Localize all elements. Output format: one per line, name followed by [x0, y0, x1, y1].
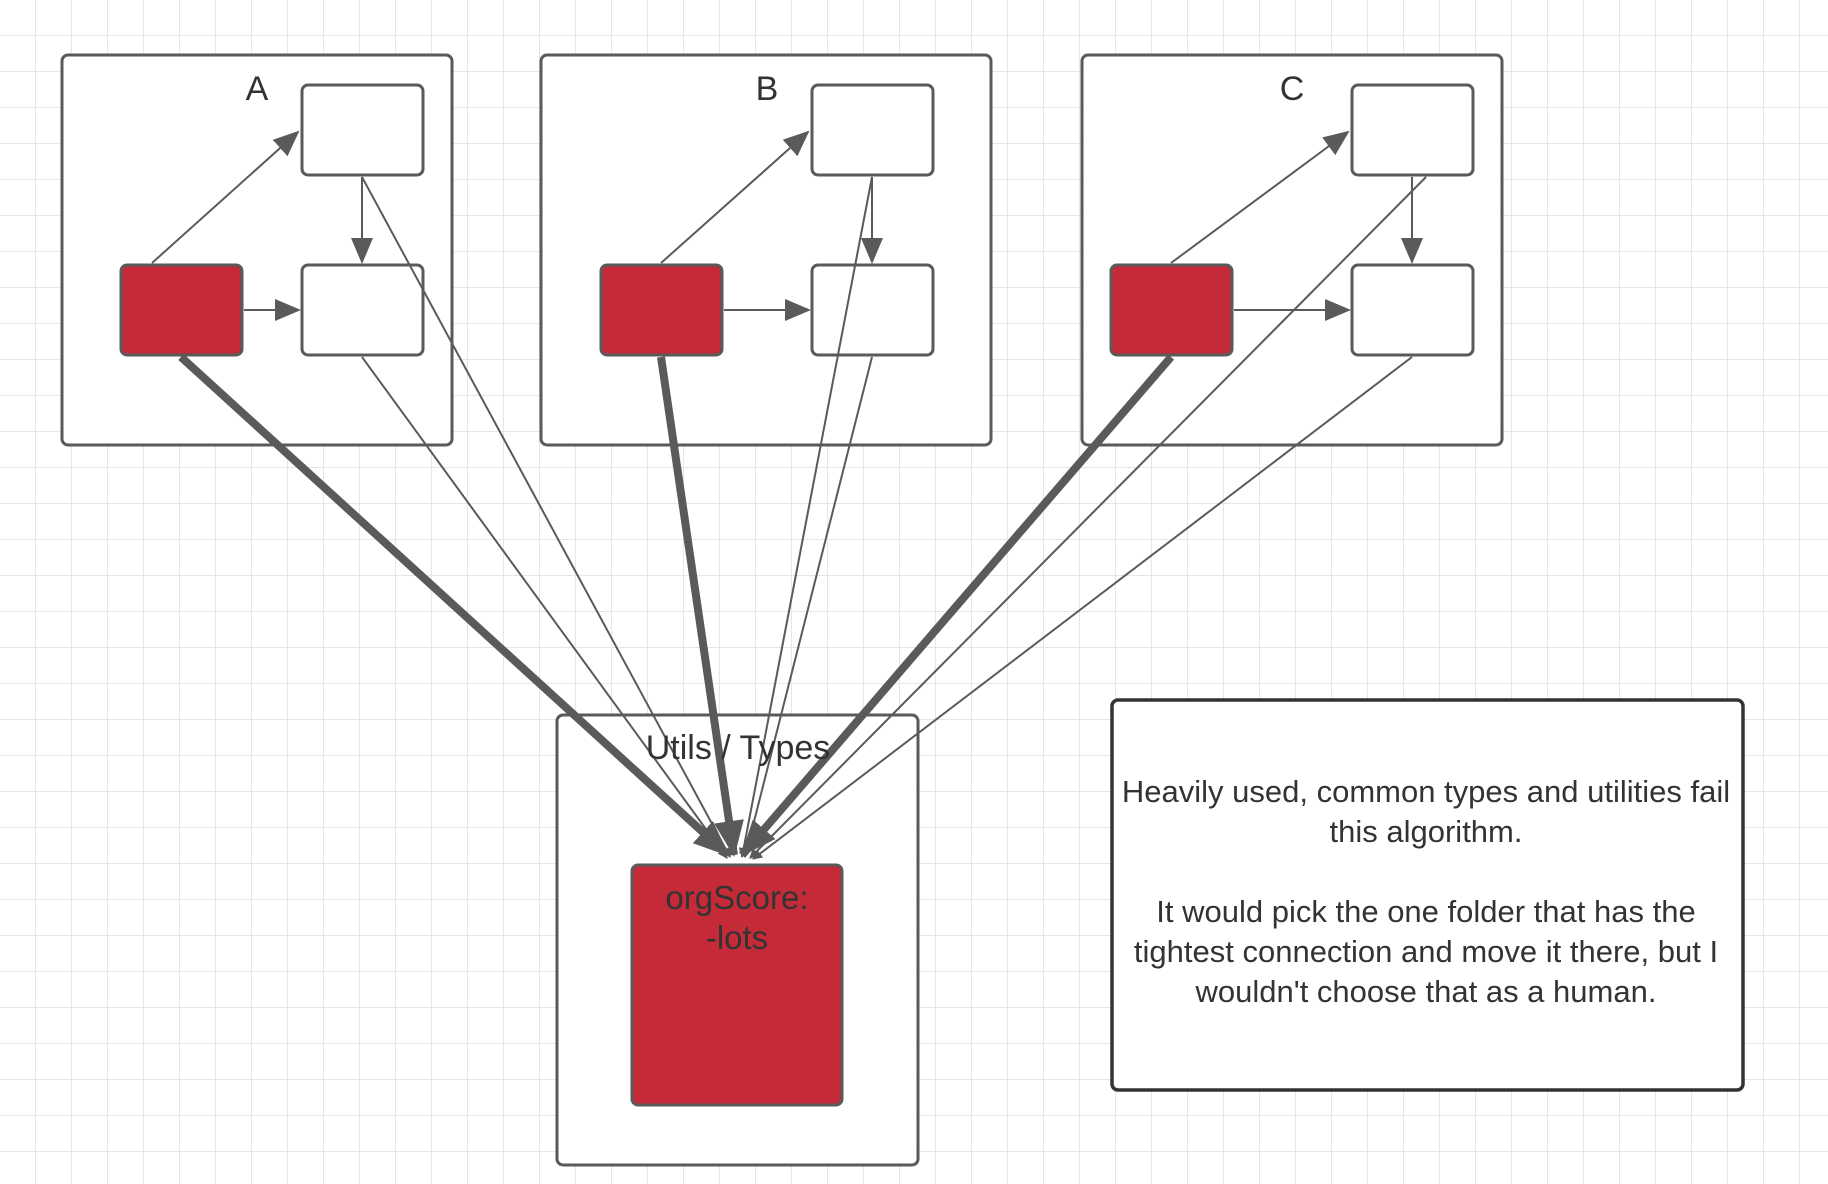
edge-b-red-to-utils	[657, 356, 744, 857]
edge-c-bottom-to-utils	[752, 356, 1413, 860]
edge-a-red-to-top	[151, 130, 300, 264]
group-b-bottom-node	[810, 263, 935, 357]
group-a-top-node	[300, 83, 425, 177]
group-c-top-node	[1350, 83, 1475, 177]
group-b-red-node	[599, 263, 724, 357]
group-c-red-node	[1109, 263, 1234, 357]
org-score-label: orgScore: -lots	[665, 879, 809, 956]
utils-types-title: Utils / Types	[645, 729, 831, 767]
edge-c-top-to-utils	[749, 176, 1427, 859]
group-a-red-node	[119, 263, 244, 357]
group-a-bottom-node	[300, 263, 425, 357]
edge-c-red-to-top	[1170, 130, 1350, 264]
utils-red-node	[630, 863, 844, 1107]
edge-a-red-to-utils	[178, 354, 731, 858]
edge-a-bottom-to-utils	[361, 356, 728, 859]
edge-b-bottom-to-utils	[742, 356, 873, 858]
group-b-top-node	[810, 83, 935, 177]
note-text: Heavily used, common types and utilities…	[1121, 774, 1731, 1009]
group-c-bottom-node	[1350, 263, 1475, 357]
edge-b-top-to-utils	[738, 176, 873, 858]
group-a-title: A	[245, 70, 269, 108]
note-box	[1110, 698, 1745, 1092]
edge-c-red-to-utils	[738, 354, 1175, 858]
group-c-title: C	[1279, 70, 1305, 108]
edge-b-red-to-top	[660, 130, 810, 264]
group-b-title: B	[755, 70, 779, 108]
edge-a-top-to-utils	[361, 176, 731, 858]
